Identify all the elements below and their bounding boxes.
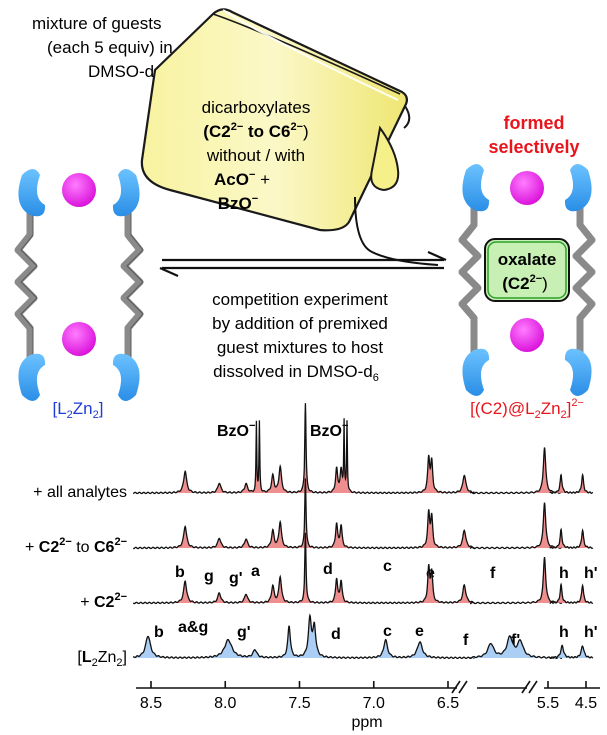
row-label-c2: + C22− bbox=[80, 591, 127, 611]
spectrum-line bbox=[469, 502, 563, 550]
beaker-inner-line-4: AcO− + bbox=[214, 169, 270, 189]
complex-label: [(C2)@L2Zn2]2− bbox=[470, 397, 584, 421]
guest-label-1: oxalate bbox=[498, 250, 557, 269]
x-tick-label: 8.5 bbox=[140, 695, 162, 712]
beaker-caption-line-1: mixture of guests bbox=[32, 14, 161, 33]
host-peak-label-a-g: a&g bbox=[178, 619, 208, 636]
host-peak-label-f-prime: f' bbox=[511, 632, 520, 649]
host-peak-label-h-prime: h' bbox=[584, 624, 598, 641]
host-peak-label-h: h bbox=[559, 624, 569, 641]
peak-label-g-prime: g' bbox=[229, 570, 243, 587]
spectrum-line bbox=[132, 613, 475, 660]
spectrum-line bbox=[549, 644, 594, 659]
spectrum-line bbox=[549, 582, 593, 605]
beaker-caption-line-3: DMSO-d6 bbox=[88, 62, 160, 84]
peak-label-b: b bbox=[175, 564, 185, 581]
spectrum-line bbox=[469, 557, 563, 605]
x-axis bbox=[136, 680, 600, 694]
spectrum-line bbox=[549, 527, 594, 549]
arrow-caption-1: competition experiment bbox=[212, 290, 388, 309]
spectrum-fill bbox=[549, 584, 593, 604]
spectra-traces bbox=[132, 403, 594, 660]
x-axis-label: ppm bbox=[351, 714, 382, 731]
x-tick-label: 8.0 bbox=[214, 695, 236, 712]
beaker-inner-line-2: (C22− to C62−) bbox=[203, 121, 308, 141]
host-peak-label-c: c bbox=[383, 623, 392, 640]
x-tick-label: 6.5 bbox=[437, 695, 459, 712]
host-peak-label-e: e bbox=[415, 623, 424, 640]
pour-curve bbox=[354, 196, 439, 266]
beaker-inner-line-3: without / with bbox=[206, 146, 305, 165]
host-peak-label-f: f bbox=[463, 632, 469, 649]
beaker-inner-line-1: dicarboxylates bbox=[202, 98, 311, 117]
spectrum-line bbox=[132, 403, 475, 495]
spectrum-line bbox=[132, 532, 475, 605]
peak-label-h: h bbox=[559, 565, 569, 582]
spectrum-line bbox=[469, 447, 562, 495]
drop-icon bbox=[370, 125, 400, 192]
arrow-caption-4: dissolved in DMSO-d6 bbox=[213, 362, 379, 384]
host-peak-label-d: d bbox=[331, 626, 341, 643]
spectrum-line bbox=[469, 635, 562, 659]
host-peak-label-g-prime: g' bbox=[237, 624, 251, 641]
beaker bbox=[140, 8, 411, 232]
peak-label-d: d bbox=[323, 561, 333, 578]
spectrum-line bbox=[132, 478, 475, 550]
host-molecule bbox=[14, 169, 144, 401]
x-tick-label: 5.5 bbox=[537, 695, 559, 712]
beaker-inner-line-5: BzO− bbox=[218, 193, 258, 213]
peak-label-c: c bbox=[383, 558, 392, 575]
host-peak-label-b: b bbox=[154, 624, 164, 641]
x-tick-label: 7.5 bbox=[288, 695, 310, 712]
peak-label-f: f bbox=[490, 565, 496, 582]
peak-label-g: g bbox=[204, 568, 214, 585]
complex-molecule bbox=[458, 164, 596, 396]
bzo-marker-2: BzO− bbox=[310, 420, 348, 440]
spectrum-fill bbox=[549, 529, 593, 549]
row-label-all: + all analytes bbox=[33, 484, 127, 501]
guest-label-2: (C22−) bbox=[502, 273, 548, 293]
beaker-caption-line-2: (each 5 equiv) in bbox=[47, 38, 173, 57]
peak-label-h-prime: h' bbox=[584, 565, 598, 582]
bzo-marker-1: BzO− bbox=[217, 420, 255, 440]
nmr-spectra: BzO− BzO− + all analytes + C22− to C62− … bbox=[25, 403, 600, 731]
arrow-caption-3: guest mixtures to host bbox=[217, 338, 384, 357]
row-label-host: [L2Zn2] bbox=[77, 649, 127, 669]
x-tick-label: 4.5 bbox=[575, 695, 597, 712]
equilibrium-arrows bbox=[159, 250, 447, 278]
spectrum-line bbox=[549, 472, 594, 495]
formed-label-1: formed bbox=[503, 113, 564, 133]
host-label: [L2Zn2] bbox=[52, 399, 103, 421]
peak-label-a: a bbox=[251, 563, 260, 580]
arrow-caption-2: by addition of premixed bbox=[212, 314, 388, 333]
row-label-c2-c6: + C22− to C62− bbox=[25, 536, 127, 556]
x-tick-label: 7.0 bbox=[363, 695, 385, 712]
x-axis-ticks: 8.5 8.0 7.5 7.0 6.5 5.5 4.5 bbox=[140, 681, 597, 712]
formed-label-2: selectively bbox=[488, 137, 579, 157]
